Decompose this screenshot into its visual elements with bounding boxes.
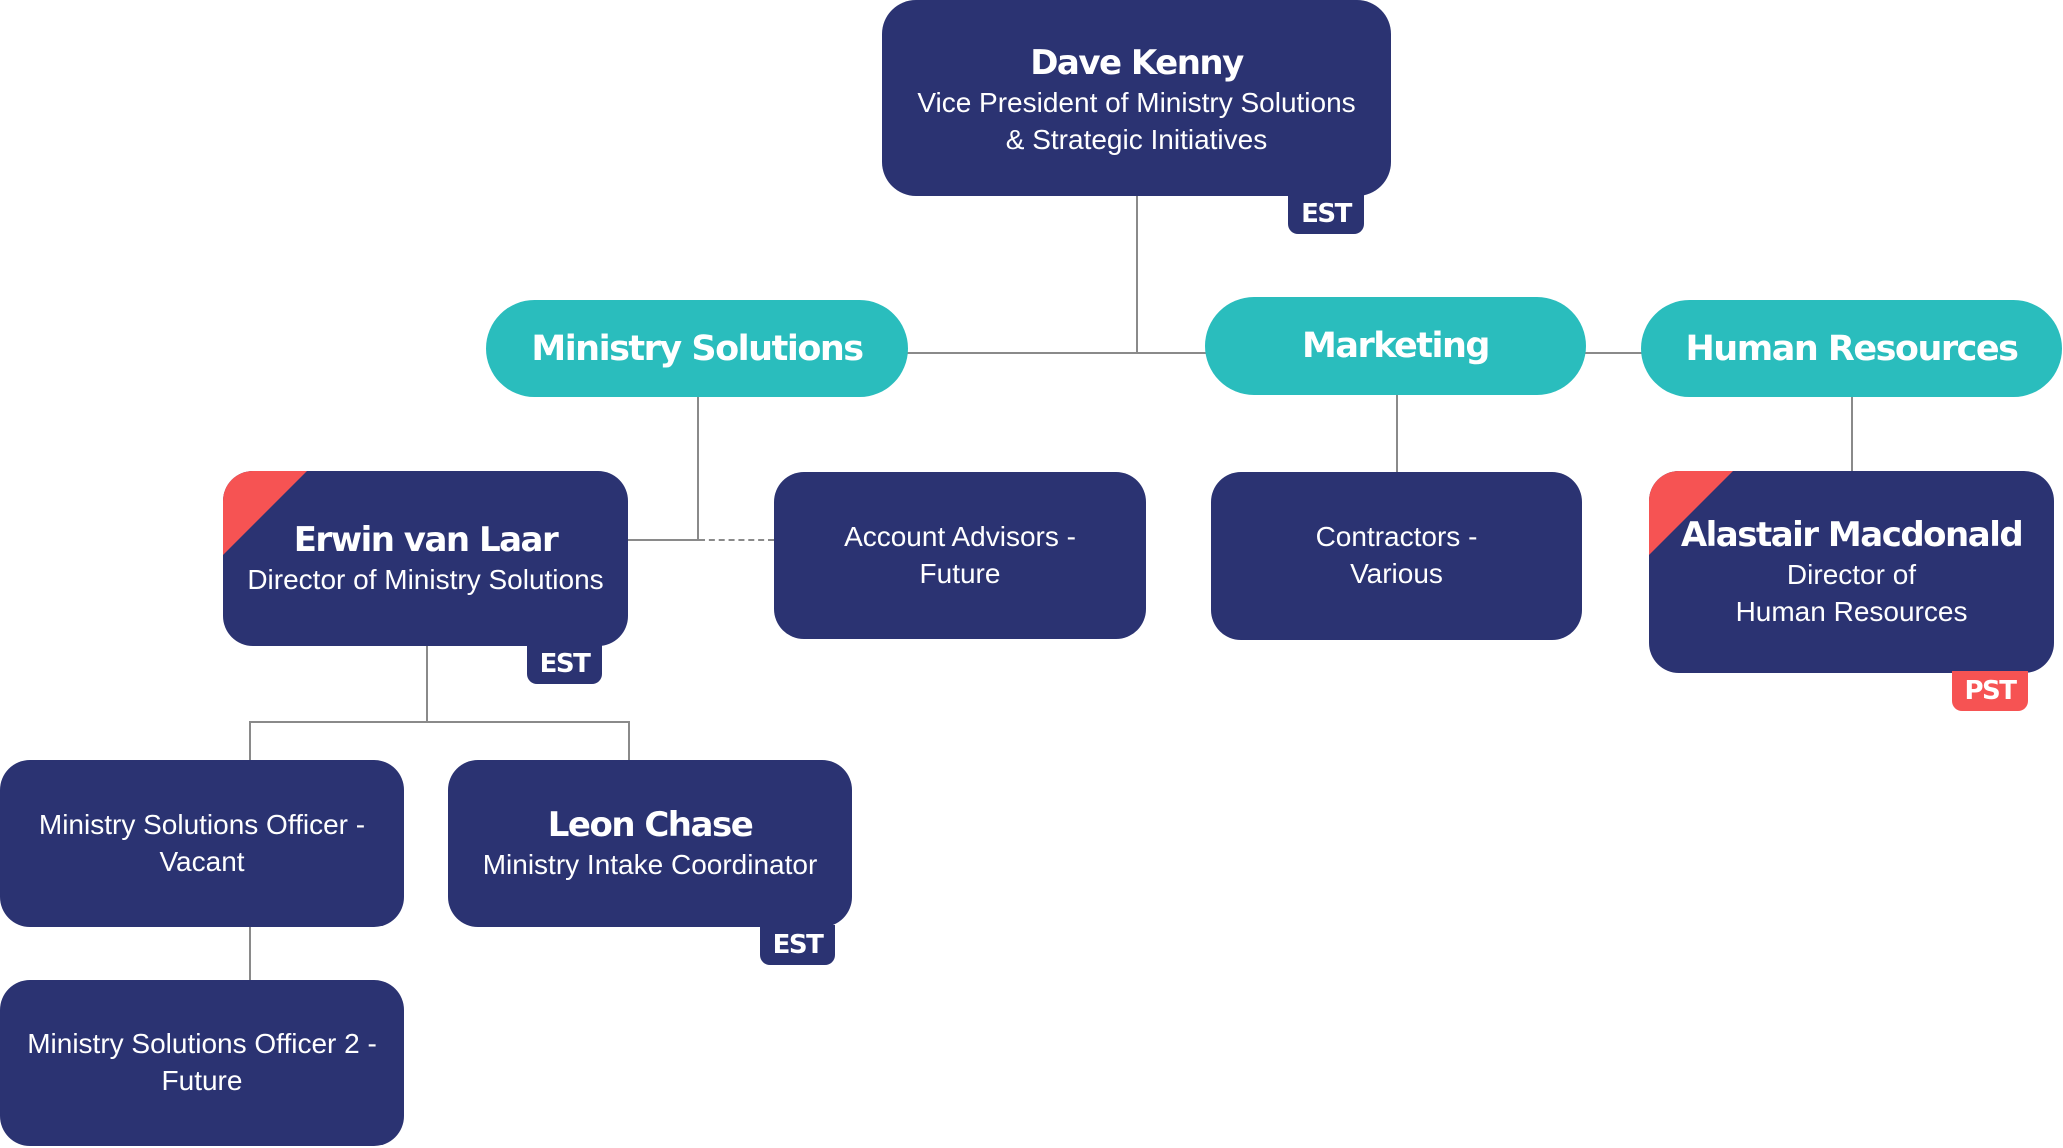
connector-ministry-to-director xyxy=(626,539,699,541)
connector-branch-left xyxy=(249,721,251,761)
node-officer-2-future[interactable]: Ministry Solutions Officer 2 - Future xyxy=(0,980,404,1146)
timezone-badge-director-ms: EST xyxy=(527,644,602,684)
connector-director-down xyxy=(426,646,428,723)
executive-name: Dave Kenny xyxy=(1030,42,1244,83)
connector-ministry-down xyxy=(697,396,699,541)
department-marketing[interactable]: Marketing xyxy=(1205,297,1586,395)
department-ministry-solutions[interactable]: Ministry Solutions xyxy=(486,300,908,397)
director-ms-title: Director of Ministry Solutions xyxy=(247,564,604,596)
connector-hr-down xyxy=(1851,396,1853,474)
leon-chase-name: Leon Chase xyxy=(547,804,754,845)
director-hr-name: Alastair Macdonald xyxy=(1680,514,2024,555)
account-advisors-label: Account Advisors - Future xyxy=(844,520,1076,589)
connector-director-branch xyxy=(249,721,630,723)
timezone-badge-executive: EST xyxy=(1288,194,1364,234)
timezone-badge-leon-chase: EST xyxy=(760,925,835,965)
timezone-badge-director-hr: PST xyxy=(1952,671,2028,711)
dotted-connector-account-advisors xyxy=(699,539,774,541)
department-human-resources[interactable]: Human Resources xyxy=(1641,300,2062,397)
officer-vacant-label: Ministry Solutions Officer - Vacant xyxy=(38,808,366,877)
officer-2-future-label: Ministry Solutions Officer 2 - Future xyxy=(27,1028,377,1096)
node-executive[interactable]: Dave Kenny Vice President of Ministry So… xyxy=(882,0,1391,196)
leon-chase-title: Ministry Intake Coordinator xyxy=(482,849,818,881)
node-account-advisors[interactable]: Account Advisors - Future xyxy=(774,472,1146,639)
node-contractors[interactable]: Contractors - Various xyxy=(1211,472,1582,640)
connector-marketing-down xyxy=(1396,394,1398,474)
node-director-ministry-solutions[interactable]: Erwin van Laar Director of Ministry Solu… xyxy=(223,471,628,646)
node-director-human-resources[interactable]: Alastair Macdonald Director of Human Res… xyxy=(1649,471,2054,673)
director-ms-name: Erwin van Laar xyxy=(293,519,559,560)
connector-officer-down xyxy=(249,926,251,982)
executive-title: Vice President of Ministry Solutions & S… xyxy=(917,87,1356,156)
connector-exec-down xyxy=(1136,196,1138,354)
node-officer-vacant[interactable]: Ministry Solutions Officer - Vacant xyxy=(0,760,404,927)
node-leon-chase[interactable]: Leon Chase Ministry Intake Coordinator xyxy=(448,760,852,927)
director-hr-title: Director of Human Resources xyxy=(1735,559,1968,628)
connector-branch-right xyxy=(628,721,630,761)
contractors-label: Contractors - Various xyxy=(1315,521,1478,589)
